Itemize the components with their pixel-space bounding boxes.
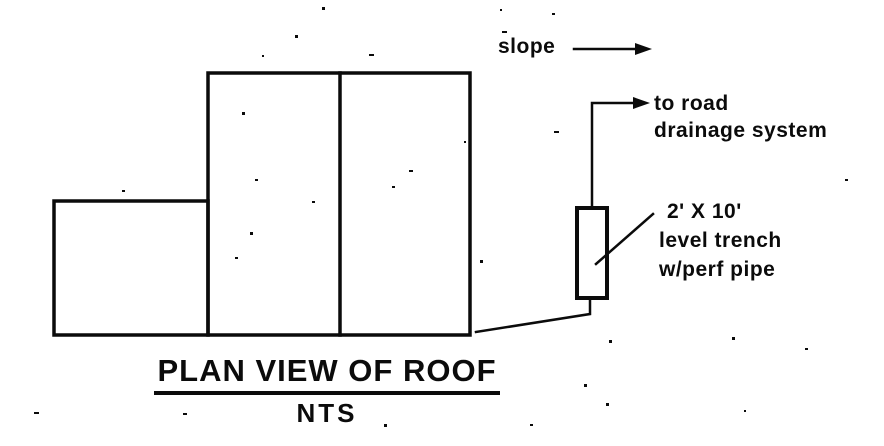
- trench-label: 2' X 10' level trench w/perf pipe: [659, 197, 782, 284]
- scan-speckle: [262, 55, 264, 57]
- scan-speckle: [295, 35, 298, 38]
- drain-arrow-head: [633, 97, 650, 109]
- scan-speckle: [584, 384, 587, 387]
- road-drainage-label: to road drainage system: [654, 90, 827, 144]
- drain-arrow: [590, 101, 638, 210]
- scan-speckle: [845, 179, 848, 181]
- scan-speckle: [480, 260, 483, 263]
- trench-outline: [575, 206, 609, 300]
- scan-speckle: [502, 31, 507, 33]
- scan-speckle: [34, 412, 39, 414]
- scan-speckle: [554, 131, 559, 133]
- drawing-caption: PLAN VIEW OF ROOF NTS: [138, 353, 516, 429]
- scan-speckle: [250, 232, 253, 235]
- scan-speckle: [530, 424, 533, 426]
- scan-speckle: [235, 257, 238, 259]
- downspout-connector-line: [474, 296, 592, 334]
- scan-speckle: [606, 403, 609, 406]
- scan-speckle: [500, 9, 502, 11]
- scan-speckle: [609, 340, 612, 343]
- slope-arrow-head: [635, 43, 652, 55]
- road-drainage-label-line1: to road: [654, 92, 729, 115]
- scan-speckle: [183, 413, 187, 415]
- scan-speckle: [744, 410, 746, 412]
- roof-annex-outline: [52, 199, 210, 337]
- scan-speckle: [122, 190, 125, 192]
- scan-speckle: [392, 186, 395, 188]
- scan-speckle: [732, 337, 735, 340]
- drawing-scale: NTS: [296, 398, 358, 428]
- scan-speckle: [409, 170, 413, 172]
- trench-leader-line: [594, 212, 655, 266]
- scan-speckle: [552, 13, 555, 15]
- slope-label: slope: [498, 35, 556, 58]
- scan-speckle: [805, 348, 808, 350]
- road-drainage-label-line2: drainage system: [654, 119, 828, 142]
- scan-speckle: [369, 54, 374, 56]
- scan-speckle: [464, 141, 466, 143]
- trench-label-type: level trench: [659, 229, 782, 252]
- scan-speckle: [312, 201, 315, 203]
- drawing-title: PLAN VIEW OF ROOF: [154, 353, 500, 395]
- scan-speckle: [322, 7, 325, 10]
- trench-label-size: 2' X 10': [667, 200, 742, 223]
- scan-speckle: [242, 112, 245, 115]
- scan-speckle: [255, 179, 258, 181]
- scan-speckle: [384, 424, 387, 427]
- trench-label-pipe: w/perf pipe: [659, 258, 776, 281]
